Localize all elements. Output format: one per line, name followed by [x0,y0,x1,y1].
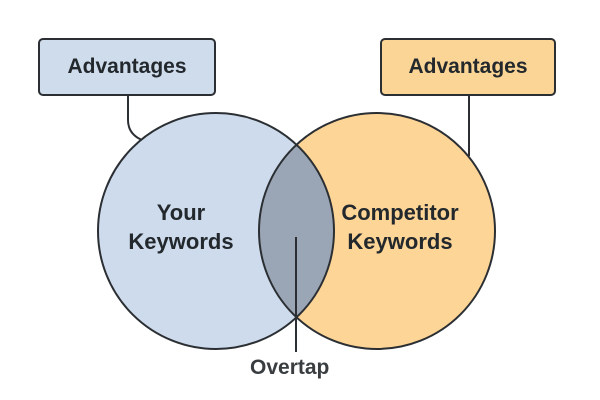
right-advantages-label: Advantages [408,55,528,78]
left-advantages-label: Advantages [67,55,187,78]
your-keywords-label: Your Keywords [128,200,234,254]
left-connector-line [127,96,143,141]
competitor-keywords-label: Competitor Keywords [341,200,459,254]
left-advantages-box: Advantages [38,38,216,96]
overlap-label: Overtap [250,356,330,379]
right-advantages-box: Advantages [380,38,556,96]
